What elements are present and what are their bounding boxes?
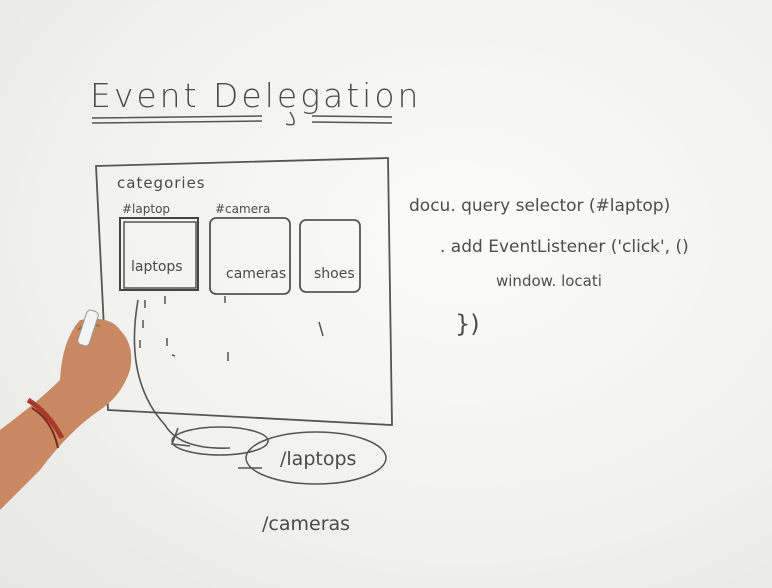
route-laptops: /laptops (280, 448, 357, 470)
shoes-box (299, 219, 361, 293)
delegation-arrow (133, 299, 231, 449)
categories-label: categories (117, 174, 206, 192)
arrow-head (170, 427, 191, 447)
board-title: Event Delegation (90, 76, 422, 115)
laptops-route-circle (245, 431, 387, 485)
arrow-loop (171, 426, 269, 456)
propagation-dots (139, 296, 324, 361)
laptops-box (119, 217, 199, 291)
laptops-box-label: laptops (131, 259, 183, 275)
camera-id-label: #camera (215, 202, 271, 216)
code-line-2: . add EventListener ('click', () (440, 237, 689, 257)
shoes-box-label: shoes (314, 266, 355, 282)
code-line-3: window. locati (496, 272, 602, 290)
code-line-1: docu. query selector (#laptop) (409, 196, 671, 216)
cameras-box (209, 217, 291, 295)
hand-with-marker (0, 309, 132, 510)
title-underline (91, 115, 393, 124)
cameras-box-label: cameras (226, 266, 287, 282)
title-g-tail (285, 111, 295, 126)
laptops-box-outline (123, 221, 197, 289)
laptop-id-label: #laptop (122, 202, 171, 216)
route-cameras: /cameras (262, 513, 351, 535)
code-line-4: }) (455, 310, 480, 338)
